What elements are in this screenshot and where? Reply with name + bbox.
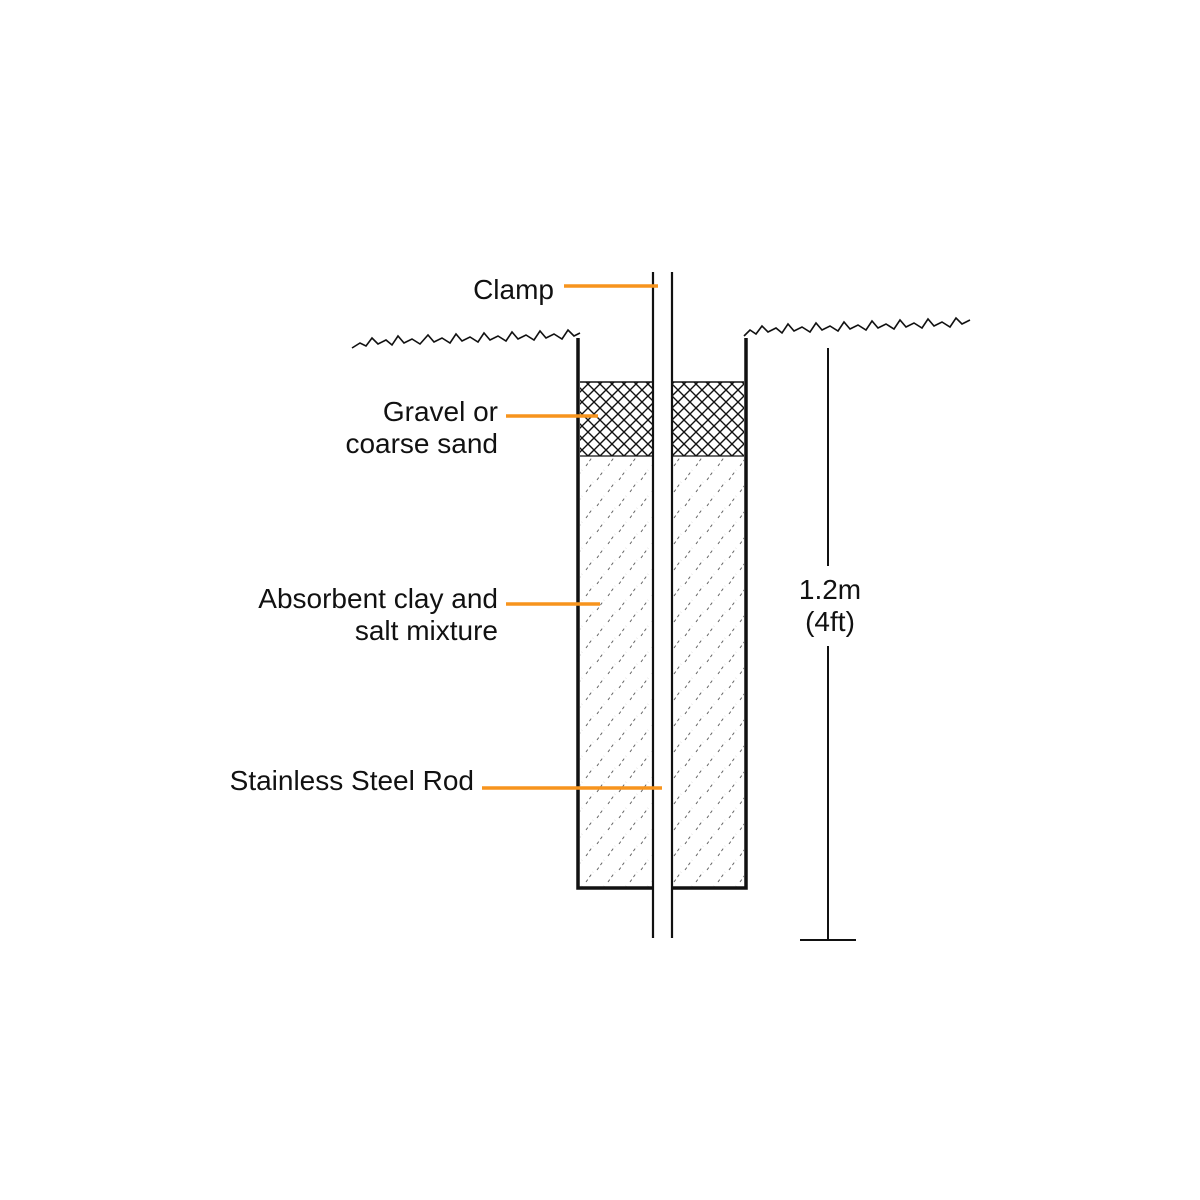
clay-fill-right <box>672 456 744 888</box>
gravel-fill-right <box>672 382 744 456</box>
label-rod-text: Stainless Steel Rod <box>229 765 474 796</box>
ground-surface-left <box>351 328 581 349</box>
label-depth-metric: 1.2m <box>798 574 862 605</box>
label-clay: Absorbent clay and salt mixture <box>200 583 498 647</box>
hole-wall <box>576 338 748 890</box>
label-depth: 1.2m (4ft) <box>780 574 880 638</box>
ground-surface-right <box>743 316 971 337</box>
label-clamp-text: Clamp <box>473 274 554 305</box>
label-clay-line1: Absorbent clay and <box>258 583 498 614</box>
label-gravel-line1: Gravel or <box>382 396 498 427</box>
label-rod: Stainless Steel Rod <box>180 765 474 797</box>
label-clamp: Clamp <box>400 274 554 306</box>
label-clay-line2: salt mixture <box>354 615 498 646</box>
clay-fill-left <box>580 456 654 888</box>
label-gravel-line2: coarse sand <box>345 428 498 459</box>
label-gravel: Gravel or coarse sand <box>300 396 498 460</box>
label-depth-imperial: (4ft) <box>805 606 855 637</box>
gravel-fill-left <box>580 382 654 456</box>
